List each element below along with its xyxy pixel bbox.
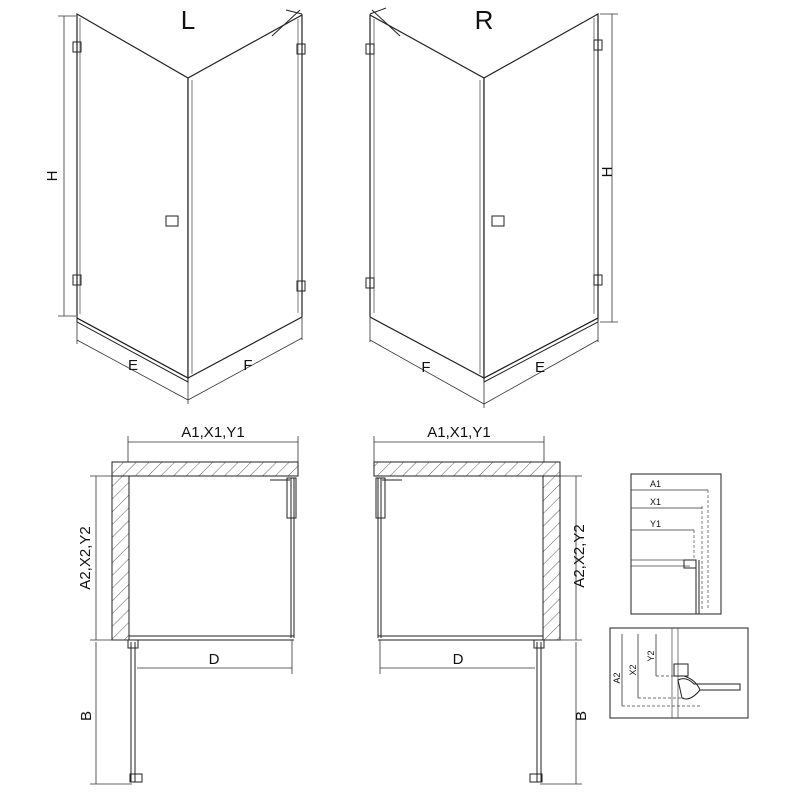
detail-side-view: A2 X2 Y2	[609, 627, 749, 719]
detail-top-view: A1 X1 Y1	[630, 473, 722, 615]
door-handle-left	[165, 215, 179, 227]
detail-x1-label: X1	[650, 497, 661, 507]
left-plan-view: A1,X1,Y1 A2,X2,Y2 D B	[77, 424, 299, 785]
hinge-left-bottom	[72, 274, 82, 286]
detail-y2-label: Y2	[646, 650, 656, 661]
door-label-right: D	[453, 651, 464, 668]
door-label-left: D	[209, 651, 220, 668]
right-isometric-view: R H F E	[365, 5, 618, 408]
swing-label-left: B	[78, 711, 95, 721]
e-label-left: E	[128, 357, 138, 374]
wall-bracket-right-bottom	[365, 277, 375, 289]
door-panel-left	[76, 12, 189, 380]
detail-a2-label: A2	[612, 672, 622, 683]
detail-y1-label: Y1	[650, 519, 661, 529]
swing-label-right: B	[573, 711, 590, 721]
f-dim-line-right	[369, 339, 485, 405]
f-dim-line-left	[187, 337, 303, 401]
wall-bracket-left-bottom	[296, 280, 306, 292]
variant-label-right: R	[475, 5, 494, 35]
depth-label-right: A2,X2,Y2	[571, 524, 588, 587]
door-handle-right	[491, 215, 505, 227]
wall-side-right	[542, 475, 561, 641]
detail-a1-label: A1	[650, 479, 661, 489]
e-label-right: E	[535, 359, 545, 376]
height-label-left: H	[44, 171, 61, 182]
f-label-right: F	[421, 359, 430, 376]
detail-x2-label: X2	[628, 664, 638, 675]
fixed-panel-left	[187, 13, 303, 380]
hinge-right-top	[593, 39, 603, 51]
door-panel-right	[483, 12, 599, 379]
height-label-right: H	[599, 167, 616, 178]
wall-bracket-left-top	[296, 43, 306, 55]
hinge-left-top	[72, 41, 82, 53]
left-isometric-view: L H E F	[44, 5, 306, 404]
e-dim-line-right	[483, 339, 599, 405]
wall-back-right	[373, 461, 561, 477]
fixed-panel-right	[369, 13, 485, 380]
f-label-left: F	[243, 357, 252, 374]
width-label-right: A1,X1,Y1	[427, 424, 490, 441]
hinge-right-bottom	[593, 274, 603, 286]
width-label-left: A1,X1,Y1	[181, 424, 244, 441]
depth-label-left: A2,X2,Y2	[77, 526, 94, 589]
variant-label-left: L	[181, 5, 195, 35]
detail-side-frame	[609, 627, 749, 719]
right-plan-view: A1,X1,Y1 A2,X2,Y2 D B	[373, 424, 590, 785]
wall-back-left	[111, 461, 299, 477]
wall-side-left	[111, 475, 130, 641]
detail-top-frame	[630, 473, 722, 615]
e-dim-line-left	[76, 339, 189, 401]
wall-bracket-right-top	[365, 43, 375, 55]
